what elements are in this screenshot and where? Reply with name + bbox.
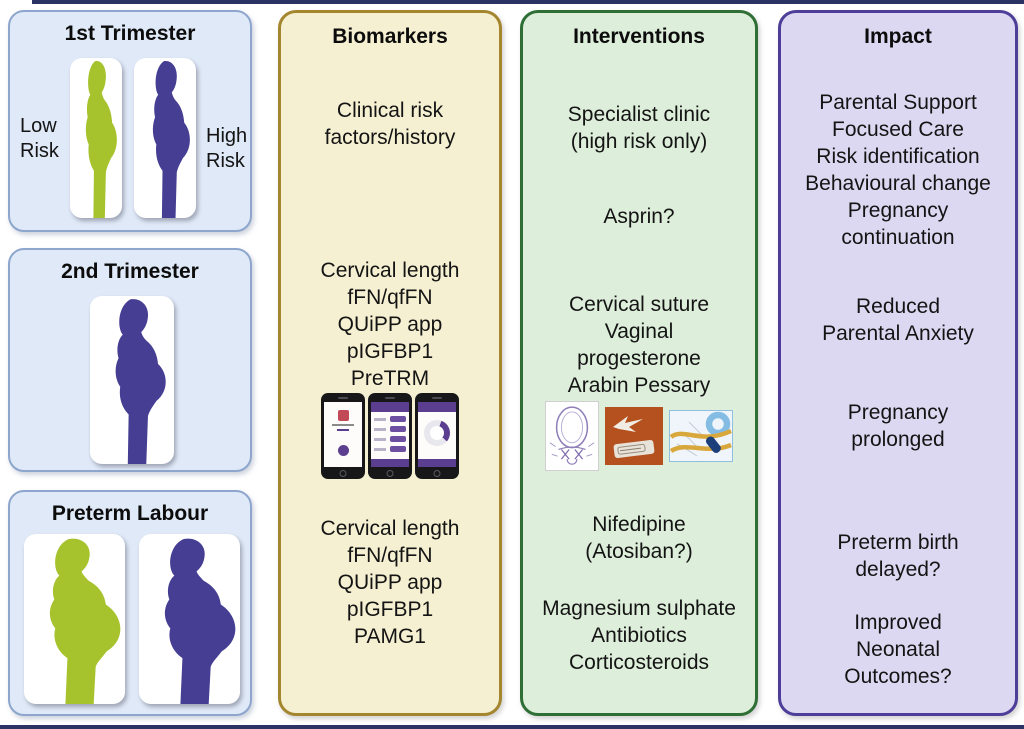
quipp-result-screen <box>418 402 456 467</box>
reduced-anxiety-text: Reduced Parental Anxiety <box>822 295 974 345</box>
acute-interventions-text: Magnesium sulphate Antibiotics Corticost… <box>542 597 736 674</box>
phone-speaker-icon <box>338 397 348 399</box>
early-impact-text: Parental Support Focused Care Risk ident… <box>805 91 991 249</box>
interventions-title: Interventions <box>573 25 705 48</box>
quipp-app-screenshots <box>281 393 499 479</box>
pregnant-silhouette-green-icon <box>85 60 117 218</box>
quipp-app-phone-result-image <box>415 393 459 479</box>
pregnant-silhouette-purple-icon <box>152 60 190 218</box>
quipp-form-screen <box>371 402 409 467</box>
second-trimester-biomarkers-text: Cervical length fFN/qfFN QUiPP app pIGFB… <box>320 259 460 390</box>
preterm-labour-title: Preterm Labour <box>51 502 209 525</box>
phone-speaker-icon <box>385 397 395 399</box>
heavily-pregnant-silhouette-purple-icon <box>164 538 236 704</box>
pregnancy-prolonged-text: Pregnancy prolonged <box>847 401 949 451</box>
app-footer-bar <box>418 459 456 467</box>
neonatal-outcomes-text: Improved Neonatal Outcomes? <box>844 611 952 688</box>
preterm-labour-box: Preterm Labour <box>8 490 252 716</box>
app-header-bar <box>371 402 409 412</box>
first-trimester-silhouettes <box>70 58 196 218</box>
tocolytics-text: Nifedipine (Atosiban?) <box>585 513 693 563</box>
phone-home-button-icon <box>386 470 394 477</box>
impact-title: Impact <box>864 25 932 48</box>
figure-top-border <box>32 0 1024 4</box>
figure-bottom-border <box>0 725 1024 729</box>
biomarkers-title: Biomarkers <box>332 25 448 48</box>
phone-home-button-icon <box>339 470 347 477</box>
clinical-risk-factors-text: Clinical risk factors/history <box>324 99 456 149</box>
app-header-bar <box>418 402 456 412</box>
high-risk-card <box>134 58 196 218</box>
quipp-logo-icon <box>337 410 349 421</box>
low-risk-card <box>70 58 122 218</box>
form-row <box>374 416 406 422</box>
form-row <box>374 446 406 452</box>
cervical-suture-diagram-image <box>545 401 599 471</box>
aspirin-text: Asprin? <box>603 205 675 228</box>
arabin-pessary-image <box>669 410 733 462</box>
form-row <box>374 426 406 432</box>
risk-gauge-icon <box>424 420 450 446</box>
cervical-suture-tape-image <box>605 407 663 465</box>
phone-home-button-icon <box>433 470 441 477</box>
heavily-pregnant-silhouette-green-icon <box>49 538 121 704</box>
preterm-green-card <box>24 534 125 704</box>
preterm-purple-card <box>139 534 240 704</box>
biomarkers-column: Biomarkers Clinical risk factors/history… <box>278 10 502 716</box>
first-trimester-title: 1st Trimester <box>64 22 196 45</box>
first-trimester-box: 1st Trimester Low Risk High Risk <box>8 10 252 232</box>
impact-column: Impact Parental Support Focused Care Ris… <box>778 10 1018 716</box>
specialist-clinic-text: Specialist clinic (high risk only) <box>567 103 711 153</box>
start-button-icon <box>337 445 349 456</box>
app-footer-bar <box>371 459 409 467</box>
quipp-app-phone-welcome-image <box>321 393 365 479</box>
quipp-welcome-screen <box>324 402 362 467</box>
pregnant-silhouette-purple-icon <box>115 299 166 464</box>
preterm-labour-biomarkers-text: Cervical length fFN/qfFN QUiPP app pIGFB… <box>320 517 460 648</box>
text-line <box>337 429 349 431</box>
phone-speaker-icon <box>432 397 442 399</box>
text-line <box>332 424 354 426</box>
preterm-birth-delayed-text: Preterm birth delayed? <box>837 531 959 581</box>
second-trimester-box: 2nd Trimester <box>8 248 252 472</box>
high-risk-label: High Risk <box>206 125 248 172</box>
low-risk-label: Low Risk <box>20 115 59 162</box>
quipp-app-phone-form-image <box>368 393 412 479</box>
second-trimester-card <box>90 296 174 464</box>
second-trimester-title: 2nd Trimester <box>61 260 199 283</box>
interventions-column: Interventions Specialist clinic (high ri… <box>520 10 758 716</box>
intervention-images <box>523 401 755 471</box>
second-trimester-interventions-text: Cervical suture Vaginal progesterone Ara… <box>567 293 711 397</box>
form-row <box>374 436 406 442</box>
preterm-labour-silhouettes <box>24 534 240 704</box>
